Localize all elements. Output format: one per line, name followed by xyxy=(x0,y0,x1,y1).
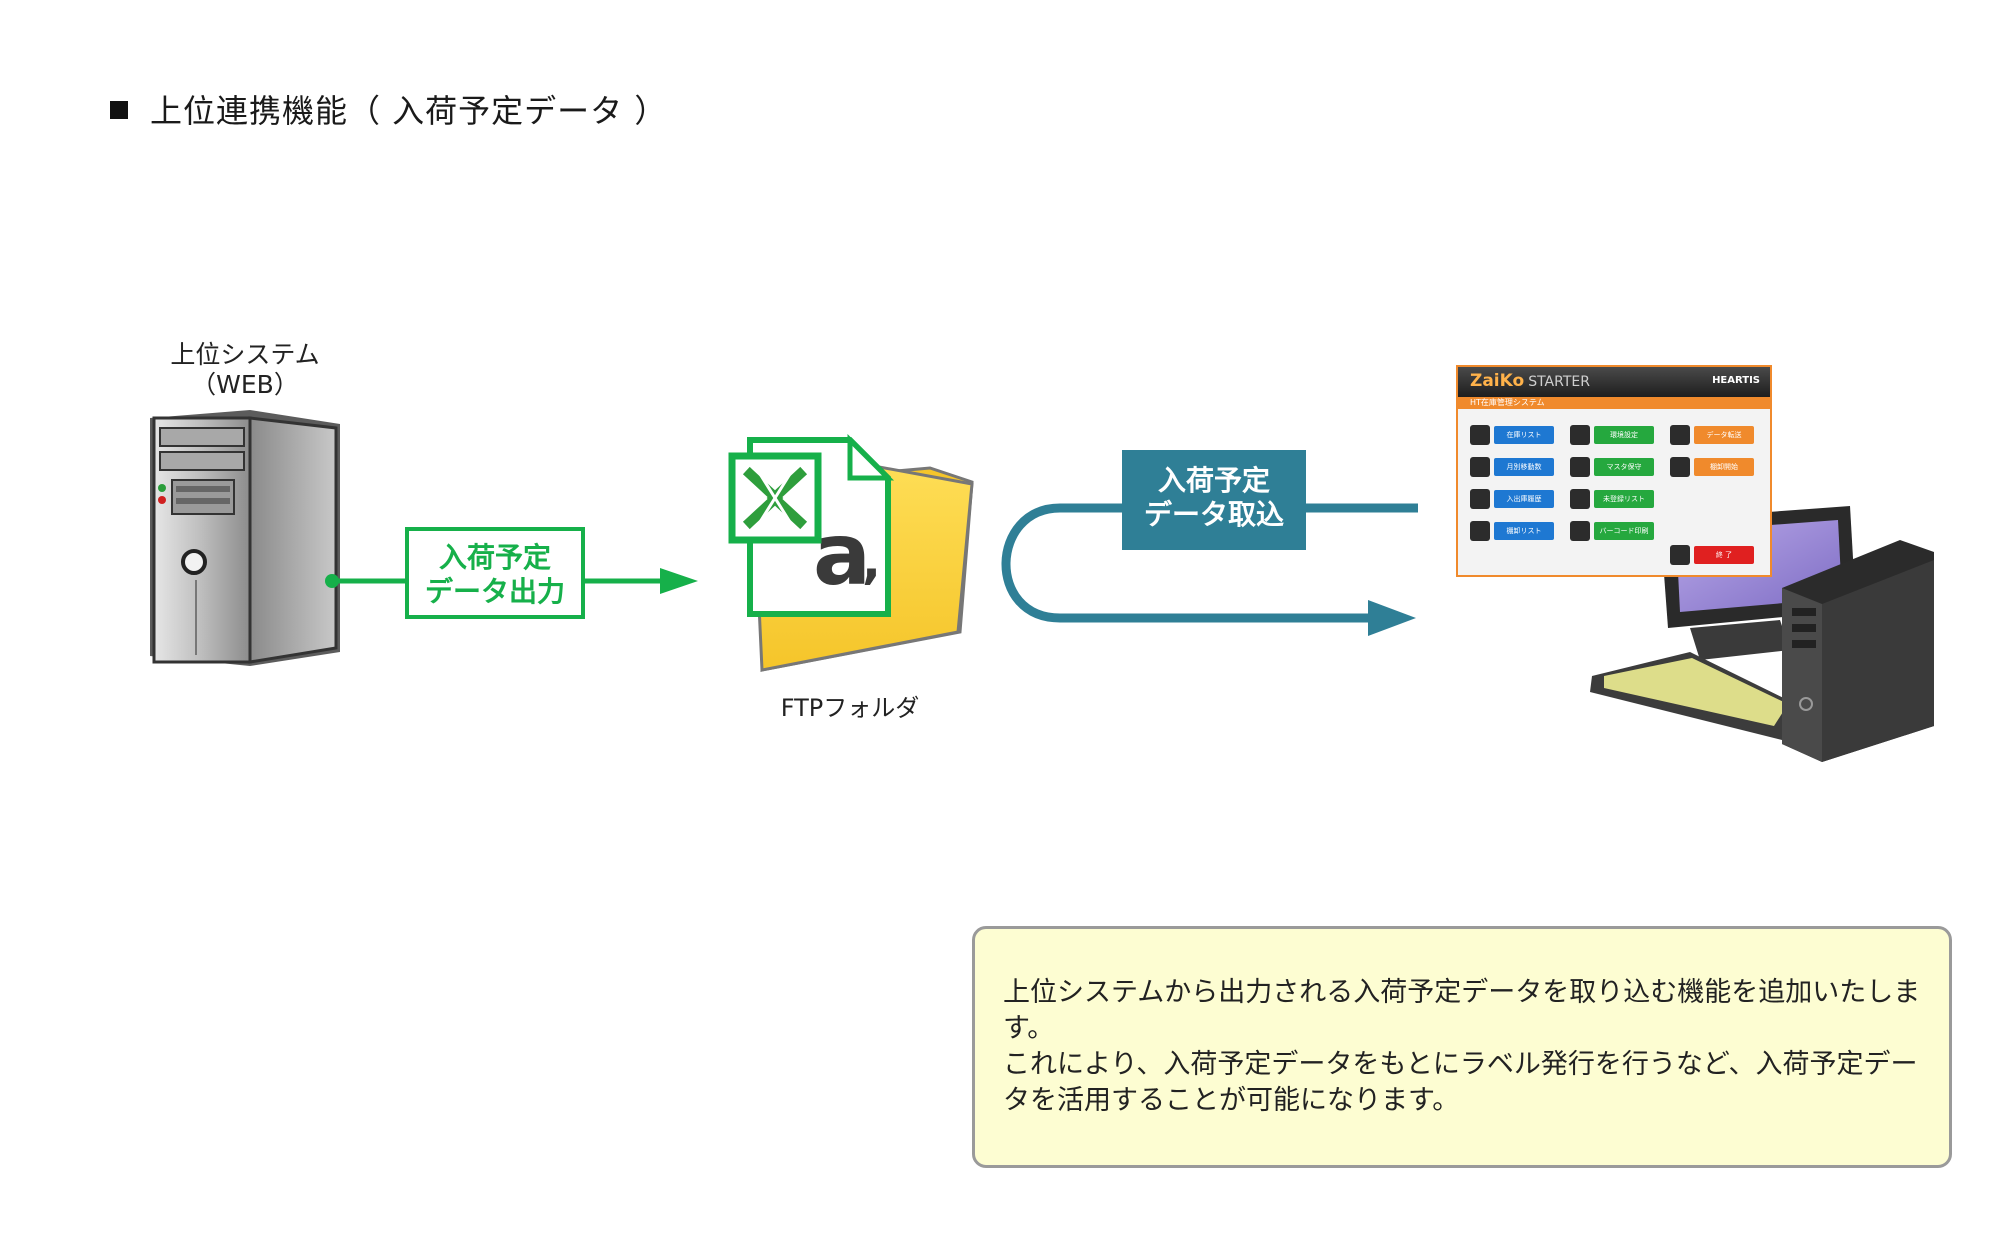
server-label: 上位システム （WEB） xyxy=(140,340,350,400)
app-button-cell: 在庫リスト xyxy=(1470,425,1570,445)
app-function-icon xyxy=(1670,425,1690,445)
app-function-icon xyxy=(1570,521,1590,541)
app-function-button[interactable]: 入出庫履歴 xyxy=(1494,490,1554,508)
data-output-line2: データ出力 xyxy=(424,575,565,608)
app-button-cell: 棚卸リスト xyxy=(1470,521,1570,541)
app-function-button[interactable]: 在庫リスト xyxy=(1494,426,1554,444)
app-function-button[interactable]: データ転送 xyxy=(1694,426,1754,444)
app-button-cell: マスタ保守 xyxy=(1570,457,1670,477)
app-function-icon xyxy=(1570,457,1590,477)
note-paragraph-1: 上位システムから出力される入荷予定データを取り込む機能を追加いたします。 xyxy=(1003,977,1921,1044)
app-brand: HEARTIS xyxy=(1712,375,1760,386)
app-function-button[interactable]: 棚卸リスト xyxy=(1494,522,1554,540)
app-button-row: 入出庫履歴 未登録リスト xyxy=(1470,483,1770,515)
app-logo-name: ZaiKo xyxy=(1470,371,1525,391)
app-button-row: 棚卸リスト バーコード印刷 xyxy=(1470,515,1770,547)
app-exit-button[interactable]: 終 了 xyxy=(1694,546,1754,564)
app-function-button[interactable]: 未登録リスト xyxy=(1594,490,1654,508)
app-function-button[interactable]: マスタ保守 xyxy=(1594,458,1654,476)
data-import-line1: 入荷予定 xyxy=(1157,464,1270,497)
app-function-button[interactable]: バーコード印刷 xyxy=(1594,522,1654,540)
note-paragraph-2: これにより、入荷予定データをもとにラベル発行を行うなど、入荷予定データを活用する… xyxy=(1003,1049,1918,1116)
app-button-cell: 月別移動数 xyxy=(1470,457,1570,477)
power-icon xyxy=(1670,545,1690,565)
app-function-icon xyxy=(1470,489,1490,509)
output-arrow-head xyxy=(660,568,698,594)
app-function-icon xyxy=(1570,425,1590,445)
app-button-cell: 入出庫履歴 xyxy=(1470,489,1570,509)
import-arrow-head xyxy=(1368,600,1416,636)
app-button-grid: 在庫リスト 環境設定 データ転送月別移動数 マスタ保守 棚卸開始入出庫履歴 未登録リスト棚… xyxy=(1470,419,1770,547)
app-exit-cell: 終 了 xyxy=(1670,545,1754,565)
app-button-cell: 未登録リスト xyxy=(1570,489,1670,509)
app-button-cell: データ転送 xyxy=(1670,425,1770,445)
app-function-icon xyxy=(1470,425,1490,445)
app-function-icon xyxy=(1470,457,1490,477)
app-button-cell: 棚卸開始 xyxy=(1670,457,1770,477)
ftp-folder-label: FTPフォルダ xyxy=(780,694,920,722)
svg-text:a: a xyxy=(813,505,871,605)
description-note: 上位システムから出力される入荷予定データを取り込む機能を追加いたします。 これに… xyxy=(972,926,1952,1168)
server-label-line2: （WEB） xyxy=(191,370,299,399)
app-function-icon xyxy=(1570,489,1590,509)
app-button-cell: 環境設定 xyxy=(1570,425,1670,445)
page-title-text: 上位連携機能（ 入荷予定データ ） xyxy=(150,92,668,130)
import-line xyxy=(1001,503,1418,623)
app-button-cell: バーコード印刷 xyxy=(1570,521,1670,541)
app-function-icon xyxy=(1670,457,1690,477)
data-output-box: 入荷予定 データ出力 xyxy=(405,527,585,619)
server-label-line1: 上位システム xyxy=(170,340,320,369)
square-bullet-icon xyxy=(110,101,128,119)
data-import-box: 入荷予定 データ取込 xyxy=(1122,450,1306,550)
excel-icon xyxy=(728,452,822,544)
page-title: 上位連携機能（ 入荷予定データ ） xyxy=(110,86,667,132)
svg-text:,: , xyxy=(862,532,881,590)
app-function-button[interactable]: 月別移動数 xyxy=(1494,458,1554,476)
app-subtitle: HT在庫管理システム xyxy=(1458,397,1770,409)
app-button-row: 在庫リスト 環境設定 データ転送 xyxy=(1470,419,1770,451)
server-tower-icon xyxy=(150,410,340,666)
data-output-line1: 入荷予定 xyxy=(438,541,551,574)
app-button-row: 月別移動数 マスタ保守 棚卸開始 xyxy=(1470,451,1770,483)
app-logo-starter: STARTER xyxy=(1528,374,1590,390)
app-function-button[interactable]: 棚卸開始 xyxy=(1694,458,1754,476)
app-function-button[interactable]: 環境設定 xyxy=(1594,426,1654,444)
app-function-icon xyxy=(1470,521,1490,541)
data-import-line2: データ取込 xyxy=(1143,498,1284,531)
